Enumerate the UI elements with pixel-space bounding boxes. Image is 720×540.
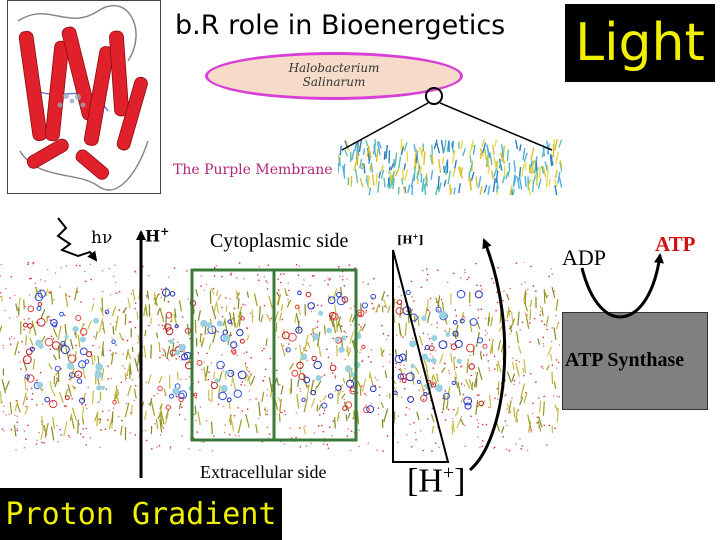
photon-label: hν [91,228,113,248]
extracellular-side-label: Extracellular side [200,462,327,482]
organism-name-line1: Halobacterium [288,61,380,76]
purple-membrane-image [336,133,564,201]
membrane-main-drawing [0,261,563,452]
proton-concentration-high-label: [H+] [407,462,466,500]
light-box: Light [565,4,715,82]
cytoplasmic-side-label: Cytoplasmic side [210,230,349,252]
slide-title: b.R role in Bioenergetics [175,10,506,41]
proton-gradient-box: Proton Gradient [0,488,282,540]
protein-helix-drawing [17,4,149,191]
bacteriorhodopsin-structure-image [7,0,161,194]
proton-gradient-label: Proton Gradient [5,496,277,532]
purple-membrane-label: The Purple Membrane [173,162,333,178]
adp-label: ADP [562,245,607,270]
organism-ellipse: Halobacterium Salinarum [205,52,463,100]
atp-label: ATP [655,232,696,256]
proton-concentration-low-label: [H+] [397,232,424,247]
atp-synthase-box [562,312,708,410]
organism-name-line2: Salinarum [302,75,366,89]
atp-synthase-label: ATP Synthase [565,349,685,371]
membrane-simulation-image [0,261,563,452]
proton-label-top: H+ [145,225,170,246]
membrane-strip-drawing [336,138,564,201]
light-label: Light [575,13,705,73]
